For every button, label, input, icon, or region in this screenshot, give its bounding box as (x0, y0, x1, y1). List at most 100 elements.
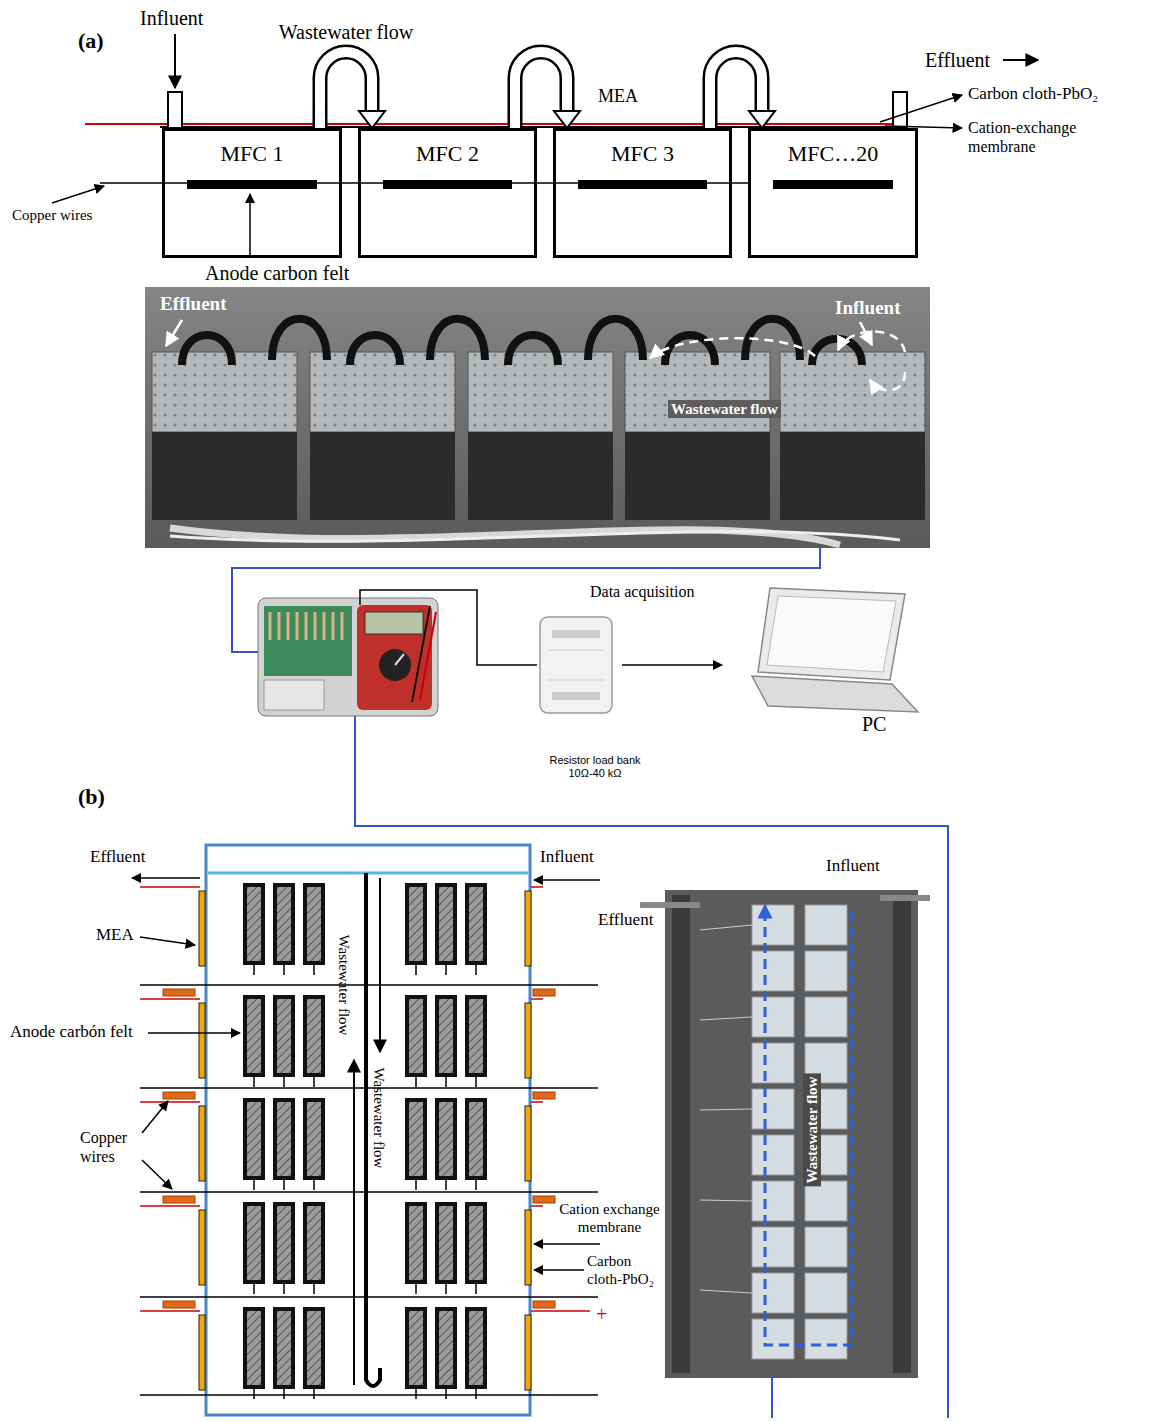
mea-strip (525, 1106, 531, 1181)
leader-arrow (142, 1160, 172, 1189)
copper-wire (140, 1191, 598, 1193)
photo-panel (870, 372, 905, 390)
photo-panel (752, 997, 794, 1037)
part-label: Copper wires (80, 1128, 140, 1166)
resistor-bank-photo (269, 612, 272, 640)
copper-wire (140, 1394, 598, 1396)
daq-device (552, 630, 600, 638)
photo-panel (672, 895, 690, 1373)
mea-strip (199, 891, 205, 966)
anode-felt (405, 1202, 427, 1294)
flow-label: Influent (540, 847, 594, 867)
device-label: Data acquisition (590, 582, 694, 601)
photo-panel (780, 352, 925, 432)
port-tube (893, 92, 907, 128)
anode-felt (465, 995, 487, 1087)
photo-panel (152, 352, 297, 432)
anode-felt (243, 1307, 265, 1399)
resistor-bank-photo (379, 649, 411, 681)
resistor-bank-photo (365, 612, 423, 634)
leader-arrow (140, 937, 195, 945)
mea-strip (199, 1003, 205, 1078)
photo-panel (508, 335, 558, 365)
photo-panel (893, 895, 911, 1373)
daq-device (548, 680, 604, 681)
copper-wire (140, 985, 598, 1395)
resistor-bank-photo (278, 612, 281, 640)
photo-label: Effluent (160, 293, 227, 316)
anode-felt (273, 1202, 295, 1294)
resistor-bank-photo (287, 612, 290, 640)
photo-panel (805, 951, 847, 991)
resistor-bank-photo (264, 606, 352, 676)
photo-label: Influent (835, 297, 900, 320)
photo-panel (468, 352, 613, 432)
photo-panel (880, 895, 930, 901)
anode-felt (243, 1202, 265, 1294)
part-label: MEA (96, 925, 134, 945)
photo-panel (170, 531, 900, 541)
anode-felt (405, 995, 427, 1087)
panel-letter: (b) (78, 784, 105, 810)
photo-panel (650, 338, 815, 358)
photo-panel (145, 287, 930, 548)
photo-panel (805, 1181, 847, 1221)
resistor-bank-photo (264, 680, 324, 710)
anode-bar (773, 180, 893, 189)
photo-panel (700, 1109, 752, 1110)
mea-strip (525, 891, 531, 966)
part-label: MEA (598, 86, 638, 108)
photo-panel (182, 335, 232, 365)
photo-panel (700, 1290, 752, 1293)
cathode-wire (531, 1310, 590, 1312)
resistor-bank-photo (341, 612, 344, 640)
flow-label: Effluent (90, 847, 145, 867)
photo-panel (752, 1273, 794, 1313)
photo-panel (700, 1017, 752, 1020)
polarity-sign: + (596, 1302, 607, 1326)
photo-panel (166, 320, 182, 346)
flow-label: Influent (140, 6, 203, 30)
mfc-box: MFC…20 (748, 128, 918, 258)
stack-housing (206, 845, 530, 1415)
flow-arrow (515, 52, 580, 128)
photo-panel (640, 902, 700, 908)
photo-panel (805, 1273, 847, 1313)
anode-felt (273, 995, 295, 1087)
mea-strip (525, 1003, 531, 1078)
cell-label: MFC 1 (165, 141, 339, 167)
connector-clip (163, 1301, 195, 1308)
photo-panel (812, 339, 862, 365)
anode-bar (578, 180, 707, 189)
leader-arrow (142, 1101, 168, 1133)
photo-panel (650, 331, 905, 390)
mfc-box: MFC 1 (162, 128, 342, 258)
anode-felt (405, 1098, 427, 1190)
connector-clip (163, 989, 195, 996)
photo-panel (430, 319, 485, 360)
daq-device (540, 617, 612, 713)
signal-line (622, 664, 722, 666)
mfc-box: MFC 3 (553, 128, 732, 258)
photo-panel (700, 925, 752, 930)
link-line (771, 1378, 773, 1418)
flow-arrow (320, 52, 385, 128)
photo-panel (640, 890, 930, 1378)
part-label: Copper wires (12, 206, 92, 224)
resistor-bank-photo (412, 606, 430, 702)
resistor-bank-photo (332, 612, 335, 640)
photo-panel (752, 951, 794, 991)
photo-panel (310, 432, 455, 520)
signal-line (360, 590, 537, 665)
cell-label: MFC…20 (751, 141, 915, 167)
cell-label: MFC 2 (361, 141, 534, 167)
part-label: Carbon cloth-PbO₂ (968, 84, 1098, 104)
photo-panel (805, 1227, 847, 1267)
part-label: Anode carbón felt (10, 1022, 133, 1042)
anode-felt (243, 883, 265, 975)
device-label: Resistor load bank 10Ω-40 kΩ (540, 754, 650, 780)
mea-strip (199, 1106, 205, 1181)
daq-device (548, 650, 604, 651)
resistor-bank-photo (270, 612, 342, 640)
copper-wire (140, 984, 598, 986)
